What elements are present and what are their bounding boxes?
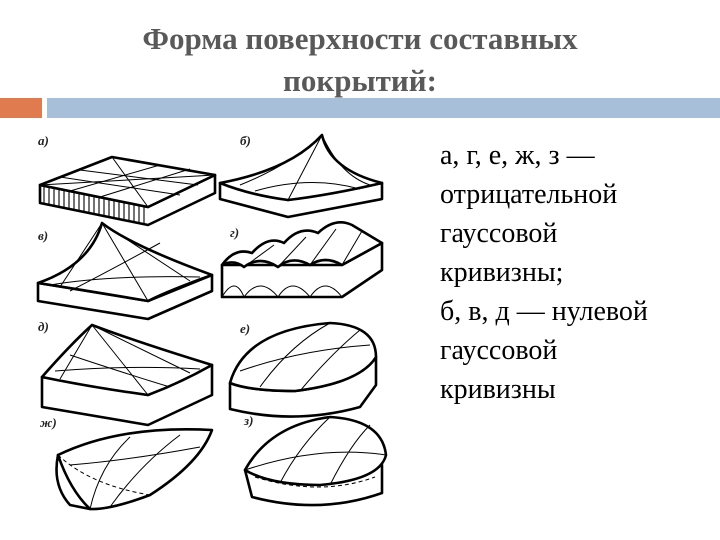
panel-label-d: д) [38,319,49,334]
panel-v: в) [36,221,214,321]
panel-label-a: а) [38,133,49,148]
panel-label-b: б) [240,133,251,148]
body-line-4: кривизны; [440,257,564,288]
panel-label-v: в) [38,228,48,243]
panel-e: е) [228,321,378,418]
panel-d: д) [38,319,214,427]
panel-b: б) [218,133,384,219]
panel-z: з) [243,413,388,507]
body-line-6: гауссовой [440,335,558,366]
roof-shapes-drawing: а) б) в) г) [36,133,388,511]
panel-label-e: е) [240,321,250,336]
slide-body-text: а, г, е, ж, з — отрицательной гауссовой … [440,136,710,409]
panel-label-g: г) [230,225,239,240]
title-line-2: покрытий: [283,63,437,98]
panel-label-zh: ж) [40,415,57,430]
roof-shapes-figure: а) б) в) г) [30,125,412,535]
accent-bar-orange [0,98,42,118]
slide-title: Форма поверхности составных покрытий: [60,18,660,102]
title-line-1: Форма поверхности составных [142,21,578,56]
body-line-7: кривизны [440,374,556,405]
accent-bar-blue [47,98,720,118]
panel-zh: ж) [40,415,214,511]
body-line-2: отрицательной [440,179,618,210]
body-line-3: гауссовой [440,218,558,249]
panel-a-edge-hatching [43,185,145,225]
panel-g: г) [220,221,384,299]
body-line-1: а, г, е, ж, з — [440,140,595,171]
body-line-5: б, в, д — нулевой [440,296,648,327]
panel-label-z: з) [243,413,253,428]
panel-a: а) [38,133,217,227]
